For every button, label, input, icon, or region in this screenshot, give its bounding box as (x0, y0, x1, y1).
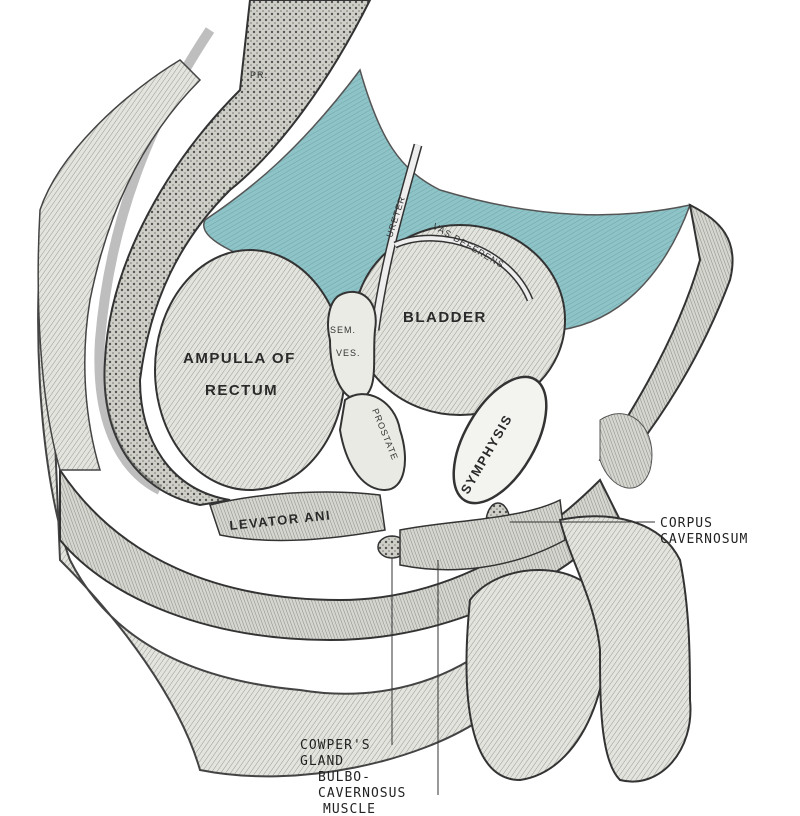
vas-deferens-lumen (394, 236, 532, 301)
bulbocavernosus (399, 498, 566, 571)
scrotum (465, 569, 608, 782)
back-tissue (37, 59, 202, 471)
label-cavernosum: CAVERNOSUM (660, 532, 748, 547)
prostate (338, 393, 406, 492)
ureter-lumen (372, 144, 421, 331)
label-bulbo: BULBO- (318, 770, 371, 785)
label-ampulla: AMPULLA OF (183, 350, 296, 367)
label-cavernosus: CAVERNOSUS (318, 786, 406, 801)
body-outline (37, 199, 482, 778)
label-bladder: BLADDER (403, 309, 487, 326)
label-sem: SEM. (330, 325, 356, 335)
symphysis (452, 375, 548, 505)
label-gland: GLAND (300, 754, 344, 769)
levator-ani (209, 491, 386, 542)
label-pr: PR. (250, 70, 268, 80)
sacrum-spine (103, 0, 372, 507)
rectum (154, 249, 346, 491)
label-muscle: MUSCLE (323, 802, 376, 816)
label-cowpers: COWPER'S (300, 738, 371, 753)
penis (558, 515, 692, 783)
label-rectum: RECTUM (205, 382, 278, 399)
label-ves: VES. (336, 348, 361, 358)
label-corpus: CORPUS (660, 516, 713, 531)
pubic-hair (599, 413, 653, 489)
abdominal-wall (598, 203, 734, 472)
